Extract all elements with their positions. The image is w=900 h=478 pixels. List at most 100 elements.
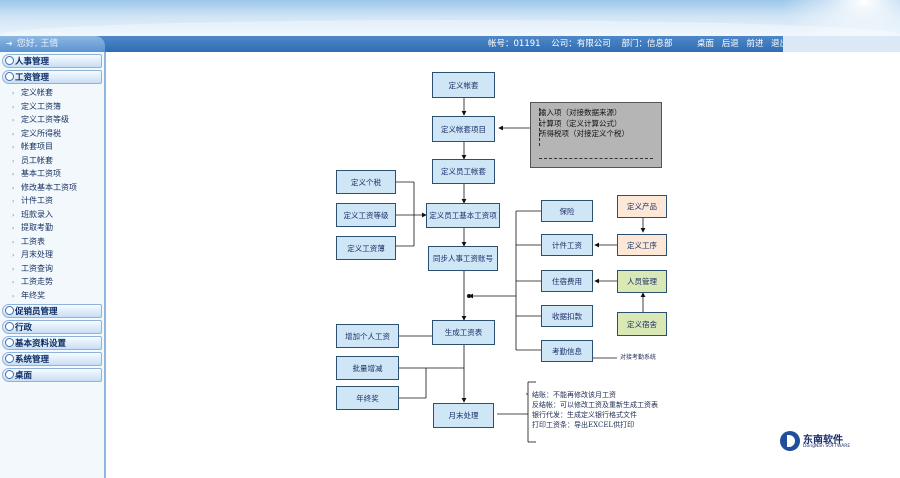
node-label: 定义帐套 — [448, 80, 479, 90]
sidebar-section-label: 工资管理 — [15, 73, 50, 83]
diagram-connectors — [396, 98, 646, 443]
sidebar-item[interactable]: › 工资查询 — [0, 262, 104, 276]
sidebar-item-label: 计件工资 — [21, 196, 53, 205]
sidebar-section[interactable]: 基本资料设置 — [2, 336, 102, 350]
sidebar-section-label: 基本资料设置 — [15, 339, 67, 349]
sidebar-item[interactable]: ›基本工资项 — [0, 167, 104, 181]
bullet-icon: › — [12, 211, 15, 219]
section-circle-icon — [5, 370, 14, 379]
account-label: 帐号：01191 — [488, 39, 541, 49]
sidebar-item-label: 工资走势 — [21, 277, 53, 286]
nav-desktop[interactable]: 桌面 — [697, 39, 715, 49]
node-housing[interactable]: 住宿费用 — [541, 270, 593, 292]
node-sync-accounts[interactable]: 同步人事工资账号 — [428, 246, 498, 271]
sidebar-item-label: 定义工资簿 — [21, 101, 61, 111]
bullet-icon: › — [12, 130, 15, 138]
sidebar-section-label: 人事管理 — [15, 57, 50, 67]
user-info: 帐号：01191 公司：有限公司 部门：信息部 — [488, 36, 680, 52]
sidebar-item-label: 定义所得税 — [21, 128, 61, 138]
bullet-icon: › — [12, 184, 15, 192]
bullet-icon: › — [12, 292, 15, 300]
section-circle-icon — [5, 306, 14, 315]
bullet-icon: › — [12, 103, 15, 111]
node-dormitory[interactable]: 定义宿舍 — [617, 312, 667, 336]
sidebar-item[interactable]: ›工资走势 — [0, 275, 104, 289]
sidebar-section[interactable]: 桌面 — [2, 368, 102, 382]
node-salary-book[interactable]: 定义工资薄 — [336, 236, 396, 260]
bullet-icon: › — [12, 252, 15, 259]
sidebar-item-label: 定义帐套 — [21, 88, 53, 97]
department-label: 部门：信息部 — [621, 39, 673, 49]
node-basic-items[interactable]: 定义员工基本工资项 — [426, 203, 500, 228]
node-month-end[interactable]: 月末处理 — [433, 403, 494, 428]
greeting-text: 您好, 王倩 — [16, 39, 59, 49]
sidebar-section[interactable]: 工资管理 — [2, 70, 102, 84]
junction-dot — [467, 294, 471, 298]
sidebar-item[interactable]: ›提取考勤 — [0, 221, 104, 235]
sidebar-section-label: 行政 — [15, 323, 33, 333]
dashed-divider — [539, 158, 653, 159]
sidebar-item[interactable]: › 定义工资簿 — [0, 100, 104, 114]
sidebar-item-label: 工资查询 — [21, 263, 53, 273]
node-personnel[interactable]: 人员管理 — [617, 270, 667, 293]
sidebar-item[interactable]: ›定义工资等级 — [0, 113, 104, 127]
node-product[interactable]: 定义产品 — [617, 195, 667, 218]
item-type-tax: 所得税项（对接定义个税） — [539, 129, 629, 138]
note-line: 反结帐：可以修改工资及重新生成工资表 — [532, 401, 658, 409]
sidebar-section[interactable]: 系统管理 — [2, 352, 102, 366]
node-label: 定义产品 — [627, 202, 657, 211]
node-label: 住宿费用 — [552, 276, 582, 286]
month-end-notes: 结账：不能再修改该月工资 反结帐：可以修改工资及重新生成工资表 银行代发：生成定… — [532, 390, 658, 430]
sidebar-section[interactable]: 促销员管理 — [2, 304, 102, 318]
nav-forward[interactable]: 前进 — [746, 39, 764, 49]
node-gen-payroll[interactable]: 生成工资表 — [432, 320, 495, 345]
node-label: 年终奖 — [356, 393, 379, 403]
node-define-ledger[interactable]: 定义帐套 — [432, 72, 495, 98]
node-batch-adjust[interactable]: 批量增减 — [336, 356, 399, 380]
node-year-bonus[interactable]: 年终奖 — [336, 386, 399, 410]
note-line: 结账：不能再修改该月工资 — [532, 391, 616, 399]
node-label: 定义工资等级 — [343, 210, 389, 220]
sidebar-item-label: 修改基本工资项 — [21, 182, 77, 192]
sidebar-item[interactable]: ›定义帐套 — [0, 86, 104, 100]
node-employee-ledger[interactable]: 定义员工帐套 — [432, 159, 495, 184]
logo-mark-icon — [780, 431, 800, 451]
section-circle-icon — [5, 354, 14, 363]
sidebar-section-label: 促销员管理 — [15, 307, 58, 317]
node-attendance[interactable]: 考勤信息 — [541, 340, 593, 362]
node-add-personal[interactable]: 增加个人工资 — [336, 324, 399, 348]
bullet-icon: › — [12, 265, 15, 273]
sidebar-item[interactable]: ›工资表 — [0, 235, 104, 249]
sidebar-item[interactable]: ›帐套项目 — [0, 140, 104, 154]
note-line: 银行代发：生成定义银行格式文件 — [532, 411, 637, 419]
company-logo: 东南软件 DongNan SOFTWARE — [780, 430, 860, 454]
sidebar-item[interactable]: › 定义所得税 — [0, 127, 104, 141]
item-type-input: 输入项（对接数据来源） — [539, 108, 622, 117]
sidebar-item-label: 帐套项目 — [21, 142, 53, 151]
node-label: 定义宿舍 — [627, 319, 657, 329]
sidebar-section[interactable]: 人事管理 — [2, 54, 102, 68]
sidebar-item[interactable]: ›员工帐套 — [0, 154, 104, 168]
sidebar-item[interactable]: › 班款录入 — [0, 208, 104, 222]
sidebar-section[interactable]: 行政 — [2, 320, 102, 334]
node-label: 考勤信息 — [552, 346, 582, 356]
node-label: 定义工序 — [627, 240, 657, 250]
node-insurance[interactable]: 保险 — [541, 200, 593, 222]
sidebar-item[interactable]: ›年终奖 — [0, 289, 104, 303]
node-process[interactable]: 定义工序 — [617, 234, 667, 256]
sidebar-item[interactable]: ›月末处理 — [0, 248, 104, 262]
node-tax[interactable]: 定义个税 — [336, 170, 396, 194]
nav-back[interactable]: 后退 — [721, 39, 739, 49]
node-ledger-items[interactable]: 定义帐套项目 — [432, 116, 495, 142]
sidebar-item-label: 班款录入 — [21, 209, 53, 219]
node-deductions[interactable]: 收据扣款 — [541, 305, 593, 327]
node-piecework[interactable]: 计件工资 — [541, 234, 593, 256]
node-salary-grade[interactable]: 定义工资等级 — [336, 203, 396, 227]
sidebar-item[interactable]: › 修改基本工资项 — [0, 181, 104, 195]
nav-exit[interactable]: 退出 — [771, 39, 789, 49]
workflow-diagram: 定义帐套 定义帐套项目 定义员工帐套 定义员工基本工资项 同步人事工资账号 生成… — [108, 52, 900, 478]
note-line: 打印工资条：导出EXCEL供打印 — [532, 421, 635, 429]
bullet-icon: › — [12, 171, 15, 178]
greeting: ➜您好, 王倩 — [0, 36, 105, 52]
sidebar-item[interactable]: ›计件工资 — [0, 194, 104, 208]
